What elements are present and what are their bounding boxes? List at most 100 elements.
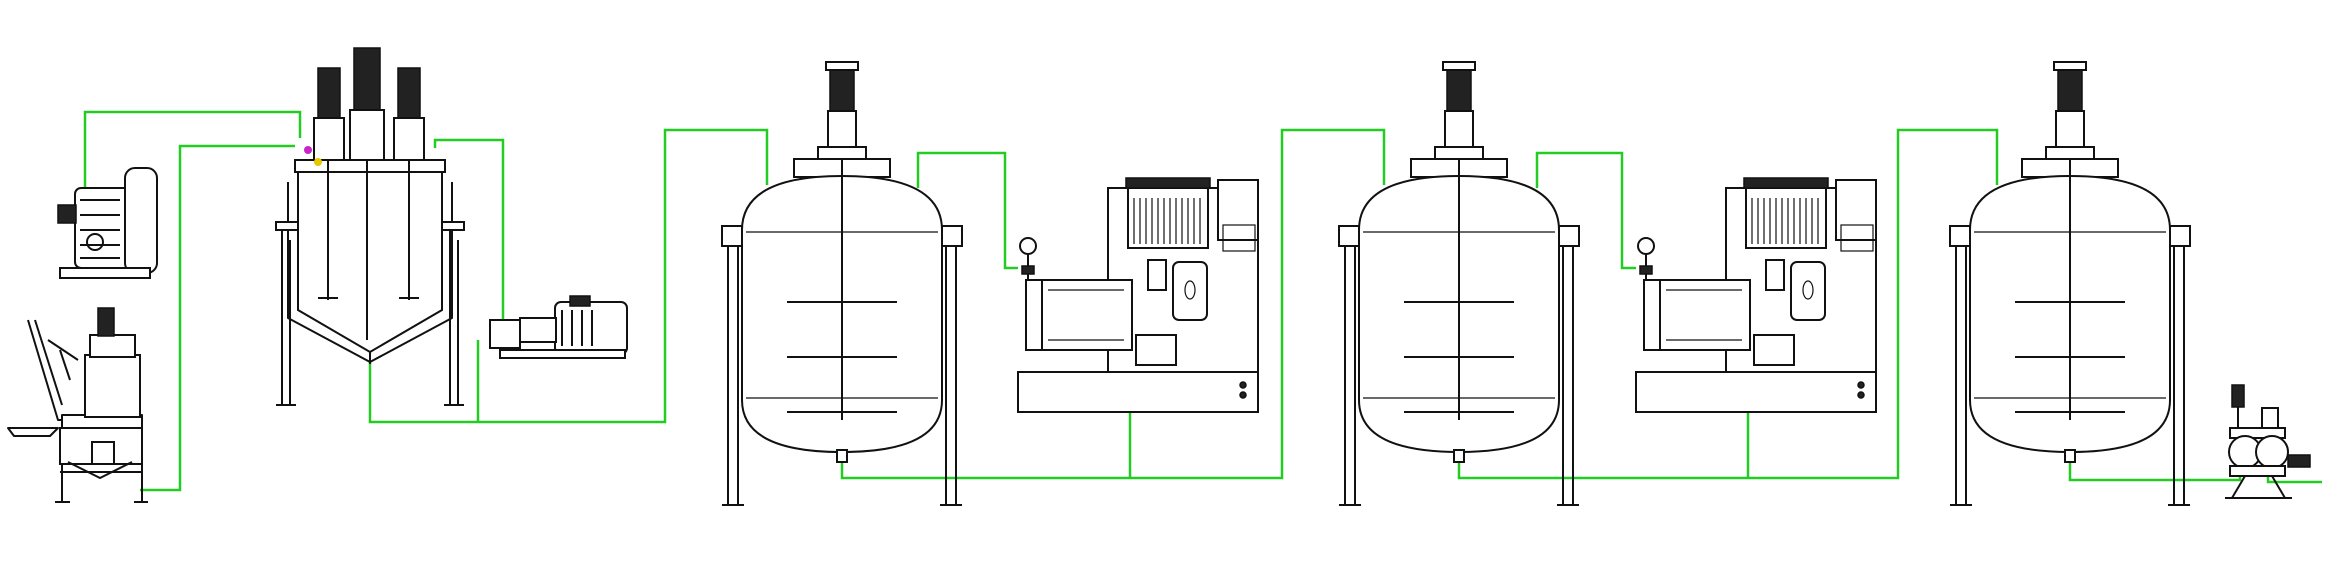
feeder-valve-unit	[91, 441, 115, 465]
mill-2-feed-pump	[1753, 334, 1795, 366]
mill-2-motor-housing	[1745, 187, 1827, 249]
diaphragm-pump-chamber-right	[2255, 435, 2289, 469]
mill-1-motor-fins	[1133, 198, 1201, 244]
disperser-motor-right	[397, 67, 421, 119]
mill-1-base-bolt-2	[1239, 391, 1247, 399]
tank-3-leg-left	[1955, 246, 1967, 505]
powder-feeder-station	[7, 307, 148, 503]
disperser-leg-left	[281, 228, 291, 405]
pipe-tank3-to-pump	[2068, 460, 2242, 482]
feeder-tray	[7, 427, 59, 437]
disperser-support-left	[275, 221, 299, 231]
tank-2-lug-left	[1338, 225, 1360, 247]
mill-1-filter-window	[1184, 280, 1196, 300]
mill-1-base	[1017, 371, 1259, 413]
storage-tanks	[721, 61, 2191, 506]
tank-2-outlet	[1453, 449, 1465, 463]
disperser-gearbox-right	[393, 117, 425, 161]
storage-tank-3	[1949, 61, 2191, 506]
tank-2-gearbox	[1444, 110, 1474, 148]
mill-1-inlet-valve	[1021, 265, 1035, 275]
tank-3-drive-flange	[2045, 146, 2095, 160]
mill-2-touch-screen	[1840, 224, 1874, 252]
tank-1-leg-left	[727, 246, 739, 505]
mill-2-filter-window	[1802, 280, 1814, 300]
pipe-vacuum-to-disperser	[83, 110, 302, 190]
vacuum-pump-gauge	[86, 233, 104, 251]
feeder-lift-arm	[47, 339, 79, 381]
tank-1-motor	[829, 64, 855, 112]
tank-2-motor	[1446, 64, 1472, 112]
mill-2-panel-housing	[1835, 179, 1877, 241]
mill-2-chamber-bands	[1666, 289, 1742, 341]
mill-1-inlet-line	[1027, 254, 1040, 281]
mill-1-pressure-gauge	[1019, 237, 1037, 255]
pipe-tank1-bottom	[840, 128, 1386, 480]
pipe-feeder-to-disperser	[140, 144, 295, 492]
mill-1-chamber-bands	[1048, 289, 1124, 341]
vacuum-pump-base	[59, 267, 151, 279]
mill-1-end-cap	[1025, 279, 1043, 351]
mill-2-filter-housing	[1790, 261, 1826, 321]
mill-1-feed-pump	[1135, 334, 1177, 366]
mill-2-pressure-gauge	[1637, 237, 1655, 255]
feeder-bag-frame	[67, 461, 133, 479]
tank-1-lug-right	[941, 225, 963, 247]
pipe-disperser-to-tank1	[368, 128, 769, 424]
tank-2-leg-left	[1344, 246, 1356, 505]
disperser-gearbox-left	[313, 117, 345, 161]
mill-1-base-bolt-1	[1239, 381, 1247, 389]
transfer-pump-1-coupling	[519, 317, 557, 343]
disperser-motor-center	[353, 47, 381, 111]
tank-1-leg-right	[945, 246, 957, 505]
tank-2-motor-cap	[1442, 61, 1476, 71]
diaphragm-pump-inlet	[2261, 407, 2279, 429]
vacuum-pump-fins	[80, 199, 120, 259]
multi-shaft-disperser	[275, 47, 465, 406]
disperser-gearbox-center	[349, 109, 385, 161]
mill-2-base-bolt-2	[1857, 391, 1865, 399]
tank-2-drive-flange	[1434, 146, 1484, 160]
storage-tank-2	[1338, 61, 1580, 506]
mill-2-base	[1635, 371, 1877, 413]
diaphragm-pump-manifold-top	[2229, 427, 2286, 439]
mill-2-motor-fins	[1751, 198, 1819, 244]
feeder-cabinet-top	[89, 334, 136, 358]
mill-1-motor-top	[1125, 177, 1211, 189]
bead-mills	[1017, 177, 1877, 413]
mill-1-touch-screen	[1222, 224, 1256, 252]
feeder-upper-cabinet	[84, 354, 141, 418]
tank-3-motor-cap	[2053, 61, 2087, 71]
mill-1-filter-housing	[1172, 261, 1208, 321]
disperser-motor-left	[317, 67, 341, 119]
feeder-chute-outer	[34, 319, 63, 406]
diaphragm-pump-outlet-flange	[2287, 454, 2311, 468]
transfer-pump-1-head	[489, 319, 521, 349]
tank-3-leg-right	[2173, 246, 2185, 505]
mill-2-inlet-line	[1645, 254, 1658, 281]
disperser-support-right	[441, 221, 465, 231]
tank-1-outlet	[836, 449, 848, 463]
pipe-tank2-bottom	[1457, 128, 1999, 480]
tank-3-lug-left	[1949, 225, 1971, 247]
disperser-indicator-magenta	[304, 146, 312, 154]
mill-2-inlet-valve	[1639, 265, 1653, 275]
transfer-pump-1	[489, 295, 628, 359]
diaphragm-pump-valve	[2231, 384, 2245, 408]
mill-1-outlet-block	[1147, 259, 1167, 291]
mill-1-motor-housing	[1127, 187, 1209, 249]
diaphragm-pump-manifold-bottom	[2229, 465, 2286, 477]
pipe-tank2-to-mill2	[1535, 151, 1636, 270]
tank-3-outlet	[2064, 449, 2076, 463]
mill-1-grinding-chamber	[1039, 279, 1133, 351]
tank-3-gearbox	[2055, 110, 2085, 148]
transfer-pump-1-fins	[561, 310, 593, 346]
mill-1-panel-housing	[1217, 179, 1259, 241]
diaphragm-pump-stand	[2225, 475, 2292, 499]
tank-1-drive-flange	[817, 146, 867, 160]
mill-2-base-bolt-1	[1857, 381, 1865, 389]
feeder-chute	[27, 319, 62, 421]
bead-mill-1	[1017, 177, 1259, 413]
